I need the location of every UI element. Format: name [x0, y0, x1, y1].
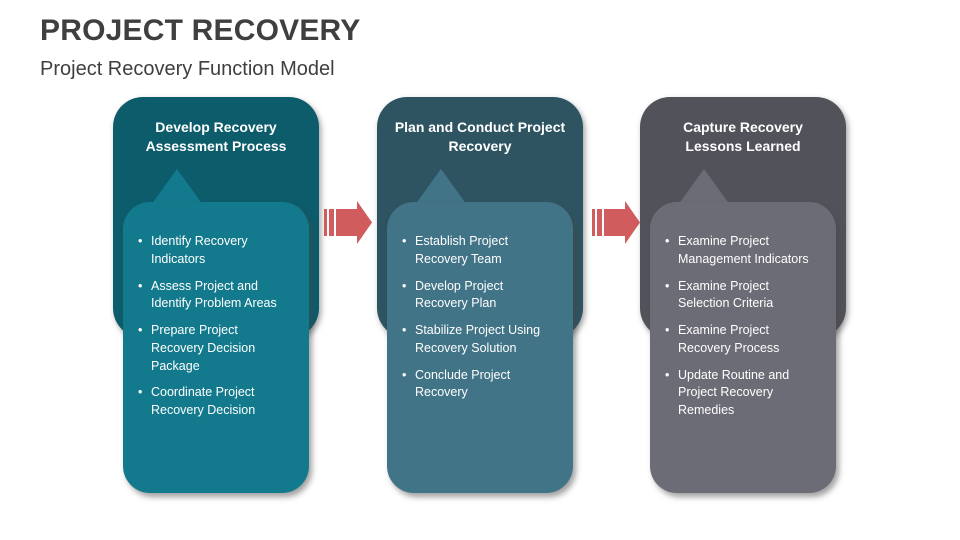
bullet-list: Identify Recovery Indicators Assess Proj… — [123, 202, 309, 420]
list-item: Coordinate Project Recovery Decision — [138, 384, 292, 420]
arrow-body — [336, 209, 357, 236]
arrow-stripe — [597, 209, 602, 236]
list-item: Conclude Project Recovery — [402, 367, 556, 403]
page-subtitle: Project Recovery Function Model — [40, 58, 335, 80]
stage-plan-and-conduct-recovery: Plan and Conduct Project Recovery Establ… — [377, 97, 583, 493]
list-item: Identify Recovery Indicators — [138, 233, 292, 269]
list-item: Establish Project Recovery Team — [402, 233, 556, 269]
stage-capture-lessons-learned: Capture Recovery Lessons Learned Examine… — [640, 97, 846, 493]
arrow-stripe — [592, 209, 595, 236]
list-item: Examine Project Selection Criteria — [665, 278, 819, 314]
list-item: Stabilize Project Using Recovery Solutio… — [402, 322, 556, 358]
bullet-list: Establish Project Recovery Team Develop … — [387, 202, 573, 402]
list-item: Examine Project Recovery Process — [665, 322, 819, 358]
list-item: Assess Project and Identify Problem Area… — [138, 278, 292, 314]
list-item: Examine Project Management Indicators — [665, 233, 819, 269]
striped-right-arrow-icon — [324, 201, 372, 244]
stage-detail-box: Identify Recovery Indicators Assess Proj… — [123, 202, 309, 493]
stage-detail-box: Examine Project Management Indicators Ex… — [650, 202, 836, 493]
stage-title: Develop Recovery Assessment Process — [145, 119, 287, 155]
page-title: PROJECT RECOVERY — [40, 14, 361, 47]
stage-detail-box: Establish Project Recovery Team Develop … — [387, 202, 573, 493]
bullet-list: Examine Project Management Indicators Ex… — [650, 202, 836, 420]
arrow-stripe — [329, 209, 334, 236]
stage-title: Capture Recovery Lessons Learned — [683, 119, 803, 155]
arrow-head — [357, 201, 372, 244]
striped-right-arrow-icon — [592, 201, 640, 244]
list-item: Update Routine and Project Recovery Reme… — [665, 367, 819, 420]
list-item: Develop Project Recovery Plan — [402, 278, 556, 314]
stage-develop-recovery-assessment: Develop Recovery Assessment Process Iden… — [113, 97, 319, 493]
arrow-body — [604, 209, 625, 236]
arrow-stripe — [324, 209, 327, 236]
stage-title: Plan and Conduct Project Recovery — [394, 119, 566, 155]
list-item: Prepare Project Recovery Decision Packag… — [138, 322, 292, 375]
arrow-head — [625, 201, 640, 244]
